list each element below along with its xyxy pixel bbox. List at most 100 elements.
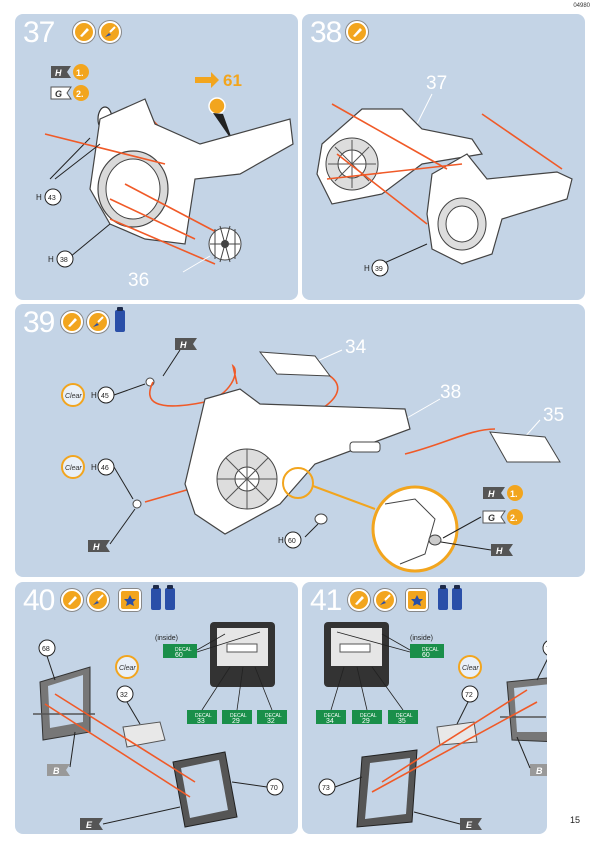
clear-badge-icon (61, 383, 85, 407)
paint-brush-icon (374, 589, 396, 611)
svg-text:Clear: Clear (462, 665, 479, 672)
svg-text:H: H (36, 193, 42, 202)
step-38-panel: 38 37 H 39 (302, 14, 585, 300)
step-37-panel: 37 61 H 1. G 2. (15, 14, 298, 300)
clear-badge-icon (61, 455, 85, 479)
svg-text:60: 60 (422, 652, 430, 659)
window-part-32 (122, 721, 166, 748)
step-39-panel: 39 34 38 35 H Clear H 45 Clear H 46 H (15, 304, 585, 577)
part-32-callout (116, 685, 134, 703)
svg-text:71: 71 (546, 646, 547, 653)
clear-badge-icon (458, 655, 482, 679)
housing-part (89, 98, 294, 245)
document-number: 04980 (573, 3, 590, 9)
color-flag-b (530, 764, 547, 776)
color-flag-h (491, 544, 513, 556)
svg-text:29: 29 (232, 718, 240, 725)
part-60-callout (284, 531, 302, 549)
svg-text:H: H (91, 391, 97, 400)
step-37-diagram: 61 H 1. G 2. (36, 64, 294, 291)
paint-can-icon (438, 585, 448, 610)
svg-text:G: G (55, 89, 62, 99)
glue-icon (61, 589, 83, 611)
color-flag-h (175, 338, 197, 350)
step-number: 37 (23, 16, 55, 49)
svg-text:72: 72 (465, 692, 473, 699)
svg-text:Clear: Clear (65, 465, 82, 472)
svg-text:60: 60 (175, 652, 183, 659)
svg-text:H: H (496, 546, 503, 556)
color-flag-e (460, 818, 482, 830)
svg-text:68: 68 (42, 646, 50, 653)
assembly-arrows (44, 693, 196, 798)
assembly-arrows (371, 689, 538, 793)
svg-text:H: H (91, 463, 97, 472)
svg-text:H: H (488, 489, 495, 499)
svg-text:H: H (180, 340, 187, 350)
glue-icon (61, 311, 83, 333)
svg-text:DECAL: DECAL (360, 713, 377, 719)
paint-flag-h: H 1. (51, 64, 89, 80)
glue-icon (348, 589, 370, 611)
paint-flag-h: H 1. (483, 485, 523, 501)
svg-text:38: 38 (60, 257, 68, 264)
goto-step: 61 (223, 71, 242, 90)
step-39-diagram: 34 38 35 H Clear H 45 Clear H 46 H (61, 337, 564, 573)
svg-text:32: 32 (120, 692, 128, 699)
paint-brush-icon (99, 21, 121, 43)
svg-text:2.: 2. (510, 513, 518, 523)
svg-text:39: 39 (375, 266, 383, 273)
location-marker-icon (208, 97, 226, 115)
part-label-35: 35 (543, 405, 564, 426)
glue-icon (346, 21, 368, 43)
svg-text:1.: 1. (510, 489, 518, 499)
step-number: 39 (23, 306, 55, 339)
color-flag-h (88, 540, 110, 552)
step-number: 40 (23, 584, 55, 617)
color-flag-b (47, 764, 70, 776)
paint-can-icon (165, 585, 175, 610)
assembly-arrows (326, 103, 563, 225)
part-72-callout (461, 685, 479, 703)
paint-can-icon (452, 585, 462, 610)
svg-text:(inside): (inside) (410, 635, 433, 642)
svg-text:H: H (48, 255, 54, 264)
part-38-callout (56, 250, 74, 268)
svg-text:35: 35 (398, 718, 406, 725)
svg-text:DECAL: DECAL (324, 713, 341, 719)
svg-text:Clear: Clear (119, 665, 136, 672)
svg-text:H: H (278, 536, 284, 545)
svg-text:DECAL: DECAL (422, 647, 439, 653)
paint-flag-g: G 2. (482, 509, 523, 525)
part-label-38: 38 (440, 382, 461, 403)
clear-badge-icon (115, 655, 139, 679)
svg-text:45: 45 (101, 393, 109, 400)
svg-text:DECAL: DECAL (396, 713, 413, 719)
glue-icon (73, 21, 95, 43)
paint-can-icon (115, 307, 125, 332)
svg-text:H: H (93, 542, 100, 552)
panel-part-34 (258, 351, 332, 377)
svg-text:H: H (55, 68, 62, 78)
svg-text:E: E (466, 820, 473, 830)
part-label-37: 37 (426, 73, 447, 94)
svg-text:2.: 2. (76, 89, 84, 99)
svg-text:G: G (488, 513, 495, 523)
svg-text:29: 29 (362, 718, 370, 725)
svg-text:B: B (536, 766, 543, 776)
svg-text:70: 70 (270, 785, 278, 792)
assembly-arrows (44, 133, 221, 265)
paint-flag-g: G 2. (50, 85, 89, 101)
svg-text:Clear: Clear (65, 393, 82, 400)
svg-text:32: 32 (267, 718, 275, 725)
